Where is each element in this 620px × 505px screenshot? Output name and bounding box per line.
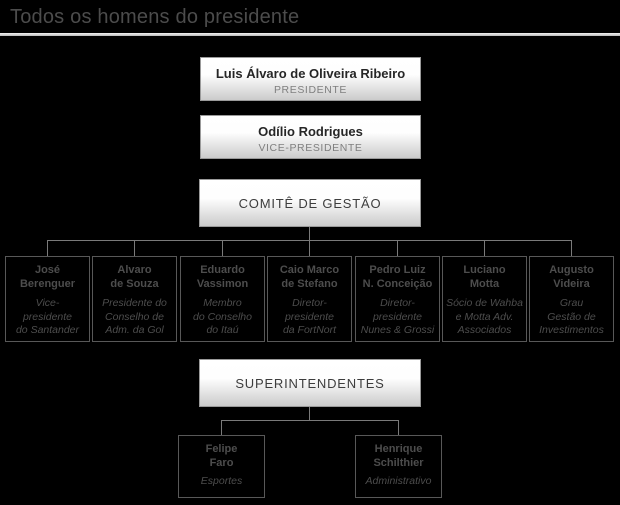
member-box-eduardo-vassimon: Eduardo Vassimon Membro do Conselho do I… — [180, 256, 265, 342]
superintendents-label: SUPERINTENDENTES — [235, 375, 385, 391]
connector-drop-2 — [134, 240, 135, 256]
member-box-alvaro-de-souza: Alvaro de Souza Presidente do Conselho d… — [92, 256, 177, 342]
member-role: Membro do Conselho do Itaú — [193, 297, 252, 336]
connector-drop-5 — [397, 240, 398, 256]
president-role: PRESIDENTE — [273, 84, 348, 96]
member-name: Eduardo Vassimon — [196, 264, 249, 290]
superintendent-role: Administrativo — [365, 475, 432, 487]
connector-drop-7 — [571, 240, 572, 256]
member-box-pedro-luiz-conceicao: Pedro Luiz N. Conceição Diretor- preside… — [355, 256, 440, 342]
member-name: Luciano Motta — [463, 264, 506, 290]
member-name: Augusto Videira — [549, 264, 594, 290]
vice-president-name: Odílio Rodrigues — [258, 124, 363, 139]
member-box-jose-berenguer: José Berenguer Vice- presidente do Santa… — [5, 256, 90, 342]
member-name: Caio Marco de Stefano — [279, 264, 340, 290]
title-divider — [0, 33, 620, 36]
superintendent-box-henrique-schilthier: Henrique Schilthier Administrativo — [355, 435, 442, 498]
member-role: Sócio de Wahba e Motta Adv. Associados — [446, 297, 523, 336]
connector-superintendents-stem — [309, 407, 310, 420]
member-box-caio-marco-de-stefano: Caio Marco de Stefano Diretor- president… — [267, 256, 352, 342]
member-role: Vice- presidente do Santander — [15, 297, 80, 336]
president-name: Luis Álvaro de Oliveira Ribeiro — [215, 66, 406, 81]
connector-drop-henrique — [398, 420, 399, 435]
member-box-augusto-videira: Augusto Videira Grau Gestão de Investime… — [529, 256, 614, 342]
connector-drop-1 — [47, 240, 48, 256]
connector-drop-4 — [309, 240, 310, 256]
vice-president-role: VICE-PRESIDENTE — [258, 142, 363, 154]
superintendent-name: Henrique Schilthier — [373, 443, 424, 469]
superintendent-box-felipe-faro: Felipe Faro Esportes — [178, 435, 265, 498]
connector-drop-6 — [484, 240, 485, 256]
committee-label: COMITÊ DE GESTÃO — [238, 195, 382, 211]
member-name: Alvaro de Souza — [110, 264, 159, 290]
superintendent-role: Esportes — [200, 475, 243, 487]
connector-superintendents-rail — [221, 420, 399, 421]
member-role: Diretor- presidente Nunes & Grossi — [360, 297, 435, 336]
connector-committee-stem — [309, 227, 310, 240]
member-role: Presidente do Conselho de Adm. da Gol — [102, 297, 167, 336]
member-name: Pedro Luiz N. Conceição — [362, 264, 433, 290]
vice-president-box: Odílio Rodrigues VICE-PRESIDENTE — [200, 115, 421, 159]
connector-drop-felipe — [221, 420, 222, 435]
member-role: Grau Gestão de Investimentos — [539, 297, 604, 336]
committee-box: COMITÊ DE GESTÃO — [199, 179, 421, 227]
member-name: José Berenguer — [19, 264, 76, 290]
superintendent-name: Felipe Faro — [205, 443, 238, 469]
page-title: Todos os homens do presidente — [10, 6, 300, 28]
connector-drop-3 — [222, 240, 223, 256]
member-box-luciano-motta: Luciano Motta Sócio de Wahba e Motta Adv… — [442, 256, 527, 342]
superintendents-box: SUPERINTENDENTES — [199, 359, 421, 407]
president-box: Luis Álvaro de Oliveira Ribeiro PRESIDEN… — [200, 57, 421, 101]
member-role: Diretor- presidente da FortNort — [282, 297, 337, 336]
